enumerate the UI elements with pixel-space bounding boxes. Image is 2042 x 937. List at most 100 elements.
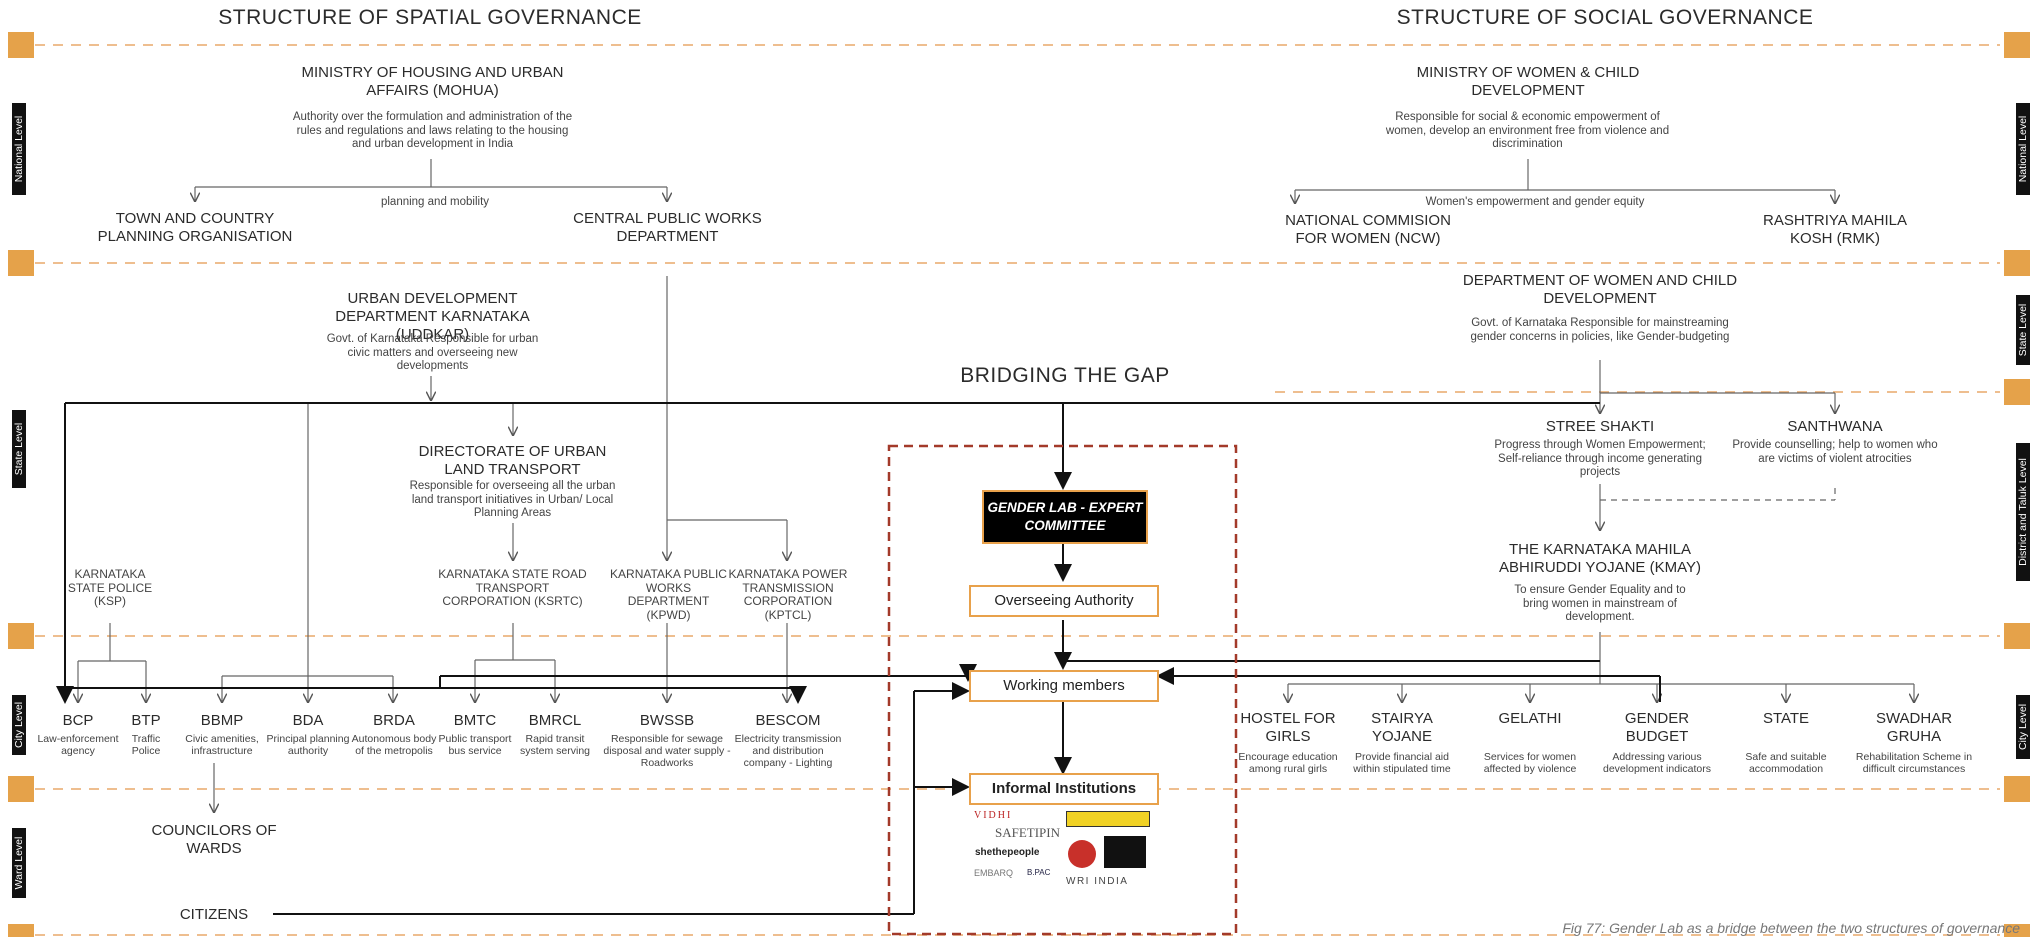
scheme-name: GELATHI [1498,710,1562,727]
scheme-name: SWADHAR GRUHA [1875,710,1953,745]
scheme-desc: Rehabilitation Scheme in difficult circu… [1855,751,1973,775]
scheme-desc: Services for women affected by violence [1483,751,1577,775]
dark-square-logo [1104,836,1146,868]
level-label-state-right: State Level [2016,295,2030,365]
city-body-name: BMTC [453,712,497,729]
mwcd-description: Responsible for social & economic empowe… [1385,111,1670,150]
scheme-desc: Encourage education among rural girls [1238,751,1338,775]
city-body-desc: Public transport bus service [438,733,512,757]
vidhi-logo: VIDHI [974,810,1013,821]
scheme-name: GENDER BUDGET [1624,710,1690,745]
ksp-title: KARNATAKA STATE POLICE (KSP) [67,567,153,608]
scheme-gender-budget: GENDER BUDGET Addressing various developm… [1592,710,1722,775]
bridging-the-gap-title: BRIDGING THE GAP [960,364,1170,387]
uddkar-description: Govt. of Karnataka Responsible for urban… [326,333,539,372]
city-body-desc: Civic amenities, infrastructure [185,733,259,757]
level-label-national-right: National Level [2016,103,2030,195]
city-body-name: BBMP [200,712,244,729]
level-marker [2004,32,2030,58]
scheme-hostel-for-girls: HOSTEL FOR GIRLS Encourage education amon… [1236,710,1340,775]
city-body-name: BTP [131,712,161,729]
uddkar-title: URBAN DEVELOPMENT DEPARTMENT KARNATAKA (… [335,290,530,343]
level-marker [8,250,34,276]
social-governance-title: STRUCTURE OF SOCIAL GOVERNANCE [1396,6,1814,29]
planning-mobility-label: planning and mobility [380,196,490,208]
city-body-desc: Responsible for sewage disposal and wate… [603,733,731,769]
ncw-title: NATIONAL COMMISION FOR WOMEN (NCW) [1285,212,1451,247]
city-body-name: BMRCL [528,712,582,729]
scheme-swadhar-gruha: SWADHAR GRUHA Rehabilitation Scheme in di… [1850,710,1978,775]
embarq-logo: EMBARQ [974,868,1014,878]
scheme-desc: Safe and suitable accommodation [1745,751,1827,775]
informal-institutions-box: Informal Institutions [969,773,1159,805]
santhwana-description: Provide counselling; help to women who a… [1732,439,1938,465]
safetipin-logo: SAFETIPIN [995,825,1061,840]
mwcd-title: MINISTRY OF WOMEN & CHILD DEVELOPMENT [1416,64,1640,99]
city-body-desc: Autonomous body of the metropolis [351,733,437,757]
scheme-desc: Addressing various development indicator… [1603,751,1711,775]
level-marker [2004,924,2030,937]
dwcd-description: Govt. of Karnataka Responsible for mains… [1470,317,1730,343]
scheme-name: HOSTEL FOR GIRLS [1240,710,1336,745]
level-label-city-right: City Level [2016,695,2030,759]
mohua-description: Authority over the formulation and admin… [292,111,573,150]
level-label-ward-left: Ward Level [12,828,26,898]
city-body-bmrcl: BMRCL Rapid transit system serving [513,712,597,757]
level-label-national-left: National Level [12,103,26,195]
dwcd-title: DEPARTMENT OF WOMEN AND CHILD DEVELOPMEN… [1462,272,1738,307]
gender-lab-committee: GENDER LAB - EXPERT COMMITTEE [982,490,1148,544]
city-body-name: BRDA [373,712,415,729]
level-label-district-right: District and Taluk Level [2016,443,2030,581]
shethepeople-logo: shethepeople [975,847,1040,858]
scheme-gelathi: GELATHI Services for women affected by vi… [1474,710,1586,775]
overseeing-authority-box: Overseeing Authority [969,585,1159,617]
scheme-name: STAIRYA YOJANE [1371,710,1433,745]
city-body-name: BWSSB [639,712,695,729]
city-body-bmtc: BMTC Public transport bus service [437,712,513,757]
city-body-desc: Electricity transmission and distributio… [734,733,842,769]
wri-india-logo: WRI INDIA [1066,876,1129,887]
kmay-title: THE KARNATAKA MAHILA ABHIRUDDI YOJANE (K… [1499,541,1701,576]
level-label-state-left: State Level [12,410,26,488]
level-marker [2004,776,2030,802]
scheme-stairya-yojane: STAIRYA YOJANE Provide financial aid with… [1346,710,1458,775]
stripe-logo [1066,811,1150,827]
level-marker [8,623,34,649]
tcpo-title: TOWN AND COUNTRY PLANNING ORGANISATION [97,210,293,245]
kpwd-title: KARNATAKA PUBLIC WORKS DEPARTMENT (KPWD) [610,567,727,622]
councilors-of-wards: COUNCILORS OF WARDS [151,822,277,857]
dult-description: Responsible for overseeing all the urban… [409,480,616,519]
stree-shakti-description: Progress through Women Empowerment; Self… [1494,439,1706,478]
rmk-title: RASHTRIYA MAHILA KOSH (RMK) [1763,212,1907,247]
city-body-desc: Rapid transit system serving [519,733,591,757]
bpac-logo: B.PAC [1027,868,1051,877]
city-body-name: BDA [292,712,324,729]
spatial-governance-title: STRUCTURE OF SPATIAL GOVERNANCE [218,6,642,29]
dult-title: DIRECTORATE OF URBAN LAND TRANSPORT [418,443,607,478]
level-label-city-left: City Level [12,695,26,755]
level-marker [2004,379,2030,405]
level-marker [8,776,34,802]
cpwd-title: CENTRAL PUBLIC WORKS DEPARTMENT [573,210,762,245]
city-body-bwssb: BWSSB Responsible for sewage disposal and… [603,712,731,769]
city-body-name: BCP [62,712,94,729]
empowerment-label: Women's empowerment and gender equity [1425,196,1645,208]
figure-caption: Fig 77: Gender Lab as a bridge between t… [1562,920,2020,936]
citizens-label: CITIZENS [179,906,249,923]
scheme-desc: Provide financial aid within stipulated … [1353,751,1451,775]
level-marker [2004,623,2030,649]
city-body-bescom: BESCOM Electricity transmission and distr… [733,712,843,769]
kptcl-title: KARNATAKA POWER TRANSMISSION CORPORATION… [728,567,848,622]
mohua-title: MINISTRY OF HOUSING AND URBAN AFFAIRS (M… [301,64,564,99]
city-body-bbmp: BBMP Civic amenities, infrastructure [180,712,264,757]
kmay-description: To ensure Gender Equality and to bring w… [1514,584,1686,623]
city-body-name: BESCOM [755,712,821,729]
ksrtc-title: KARNATAKA STATE ROAD TRANSPORT CORPORATI… [438,567,587,608]
santhwana-title: SANTHWANA [1787,418,1883,435]
durga-logo [1068,840,1096,868]
